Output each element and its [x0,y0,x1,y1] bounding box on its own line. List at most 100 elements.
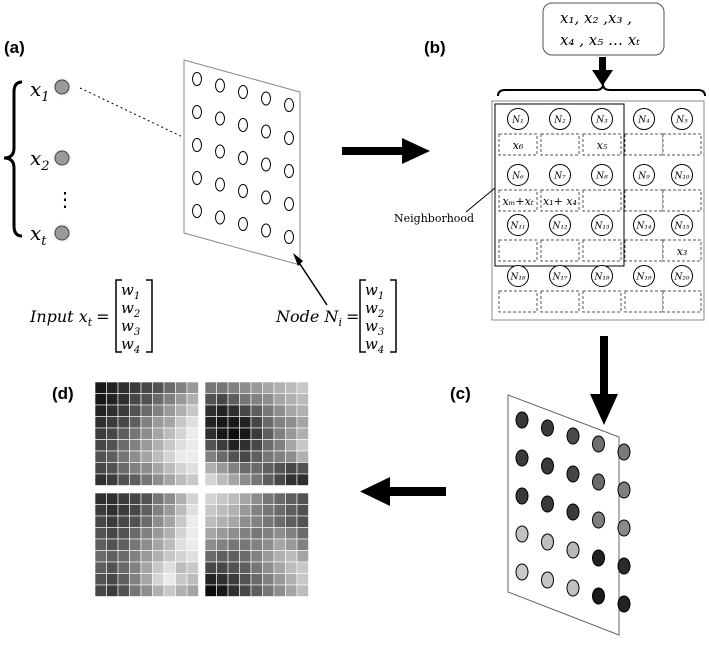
heatmap-cell [239,550,252,563]
heatmap-cell [285,527,298,540]
heatmap-cell [262,492,275,505]
heatmap-cell [163,527,176,540]
heatmap-cell [227,573,240,586]
heatmap-cell [140,515,153,528]
lattice-a-nodes [192,72,294,244]
heatmap-cell [175,404,188,417]
vector-element: w1 [121,281,140,302]
heatmap-cell [106,573,119,586]
trained-node [592,435,605,453]
heatmap-cell [129,427,142,440]
heatmap-cell [204,404,217,417]
heatmap-cell [204,584,217,597]
heatmap-cell [175,492,188,505]
trained-node [515,525,529,543]
grid-b-cell [662,239,702,262]
heatmap-cell [175,473,188,486]
heatmap-cell [204,504,217,517]
heatmap-cell [175,573,188,586]
heatmap-cell [163,462,176,475]
heatmap-cell [140,450,153,463]
heatmap-plane [94,492,199,597]
lattice-a-node [261,190,271,205]
heatmap-cell [227,416,240,429]
heatmap-cell [239,416,252,429]
lattice-a-node [192,204,202,218]
heatmap-cell [227,538,240,551]
grid-b-cell [582,239,622,262]
component-plane-heatmaps [94,381,309,597]
trained-node [566,503,580,521]
grid-b-node-label: N₁₄ [635,222,651,232]
heatmap-cell [94,393,107,406]
heatmap-cell [163,381,176,394]
heatmap-cell [296,473,309,486]
heatmap-cell [94,381,107,394]
grid-b-node [671,164,693,186]
panel-label-b: (b) [424,38,446,57]
heatmap-cell [152,393,165,406]
heatmap-cell [296,381,309,394]
heatmap-cell [239,573,252,586]
heatmap-cell [262,515,275,528]
vector-element: w3 [365,317,384,338]
heatmap-cell [239,527,252,540]
grid-b-node [591,214,613,236]
heatmap-cell [239,584,252,597]
heatmap-cell [262,393,275,406]
heatmap-cell [94,427,107,440]
heatmap-cell [296,550,309,563]
heatmap-cell [152,473,165,486]
heatmap-cell [163,492,176,505]
heatmap-cell [285,561,298,574]
node-pointer-line [295,257,328,306]
heatmap-cell [106,427,119,440]
grid-b-cell [498,133,538,156]
heatmap-cell [186,584,199,597]
heatmap-cell [175,538,188,551]
grid-b-node [633,214,655,236]
grid-b-node-label: N₄ [637,116,650,126]
heatmap-cell [273,473,286,486]
heatmap-cell [296,462,309,475]
heatmap-cell [204,515,217,528]
panel-label-c: (c) [450,384,471,403]
heatmap-cell [227,393,240,406]
grid-b-cell [498,290,538,313]
heatmap-cell [152,439,165,452]
heatmap-cell [239,439,252,452]
heatmap-cell [285,381,298,394]
heatmap-cell [129,439,142,452]
lattice-a-node [284,131,294,145]
heatmap-cell [117,404,130,417]
lattice-a-node [284,98,294,112]
heatmap-cell [285,462,298,475]
grid-b-node-label: N₂ [553,116,566,126]
lattice-a-node [215,78,225,93]
heatmap-cell [140,492,153,505]
trained-node [566,541,580,559]
heatmap-cell [117,381,130,394]
trained-node [617,481,631,499]
heatmap-cell [94,573,107,586]
heatmap-cell [163,584,176,597]
heatmap-cell [204,450,217,463]
grid-b-cell-value: x₁+ x₄ [543,195,577,208]
vector-element: w4 [121,335,140,356]
heatmap-cell [250,527,263,540]
heatmap-cell [285,504,298,517]
heatmap-cell [186,427,199,440]
heatmap-cell [129,550,142,563]
heatmap-cell [216,492,229,505]
heatmap-cell [140,561,153,574]
grid-b-cell [582,133,622,156]
heatmap-cell [106,515,119,528]
neighborhood-label: Neighborhood [394,212,474,225]
grid-b-node [549,108,571,130]
heatmap-cell [175,381,188,394]
panel-label-d: (d) [52,384,74,403]
lattice-a-node [284,164,294,178]
grid-b-node-label: N₁₀ [673,172,689,182]
heatmap-cell [152,427,165,440]
heatmap-cell [163,538,176,551]
